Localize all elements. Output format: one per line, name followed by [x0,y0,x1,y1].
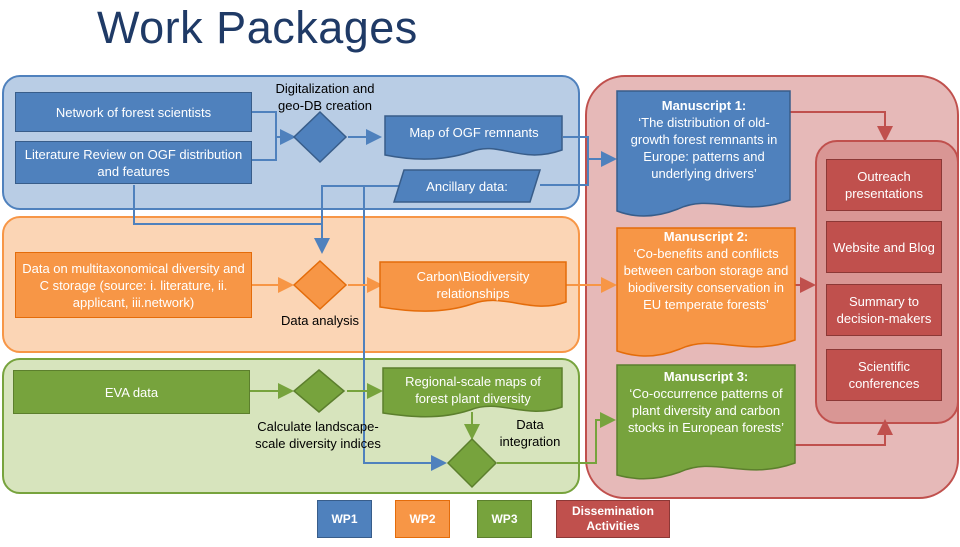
manuscript-3: Manuscript 3: ‘Co-occurrence patterns of… [622,368,790,436]
page-title: Work Packages [97,2,418,53]
map-document-shape [384,115,563,160]
manuscript-2: Manuscript 2: ‘Co-benefits and conflicts… [622,228,790,313]
dissemination-conferences: Scientific conferences [826,349,942,401]
manuscript-3-shape [616,364,796,480]
ancillary-label: Ancillary data: [426,179,508,194]
legend-wp2: WP2 [395,500,450,538]
relationships-document-shape [379,261,567,312]
legend-wp1: WP1 [317,500,372,538]
integration-diamond [446,437,498,489]
data-analysis-diamond [292,259,348,311]
manuscript-2-shape [616,227,796,357]
manuscript-3-text: ‘Co-occurrence patterns of plant diversi… [627,386,785,435]
data-analysis-label: Data analysis [280,313,360,328]
digitalization-diamond [292,110,348,164]
manuscript-1: Manuscript 1: ‘The distribution of old-g… [622,97,786,182]
multitaxonomical-data-box: Data on multitaxonomical diversity and C… [15,252,252,318]
relationships-label: Carbon\Biodiversity relationships [416,269,530,301]
legend-dissemination: Dissemination Activities [556,500,670,538]
dissemination-summary: Summary to decision-makers [826,284,942,336]
digitalization-label: Digitalization and geo-DB creation [275,81,375,113]
regional-document-shape [382,367,563,418]
manuscript-1-shape [616,90,791,217]
literature-review-box: Literature Review on OGF distribution an… [15,141,252,184]
map-label: Map of OGF remnants [409,125,539,140]
manuscript-3-title: Manuscript 3: [663,369,749,384]
manuscript-2-text: ‘Co-benefits and conflicts between carbo… [623,246,789,312]
regional-label: Regional-scale maps of forest plant dive… [405,374,541,406]
eva-data-box: EVA data [13,370,250,414]
manuscript-1-text: ‘The distribution of old-growth forest r… [630,115,778,181]
manuscript-1-title: Manuscript 1: [661,98,747,113]
calculate-diamond [292,369,346,413]
manuscript-2-title: Manuscript 2: [663,229,749,244]
data-integration-label: Data integration [499,417,561,449]
dissemination-outreach: Outreach presentations [826,159,942,211]
network-scientists-box: Network of forest scientists [15,92,252,132]
ancillary-parallelogram [392,169,542,203]
legend-wp3: WP3 [477,500,532,538]
calculate-label: Calculate landscape- scale diversity ind… [255,419,381,451]
dissemination-website: Website and Blog [826,221,942,273]
